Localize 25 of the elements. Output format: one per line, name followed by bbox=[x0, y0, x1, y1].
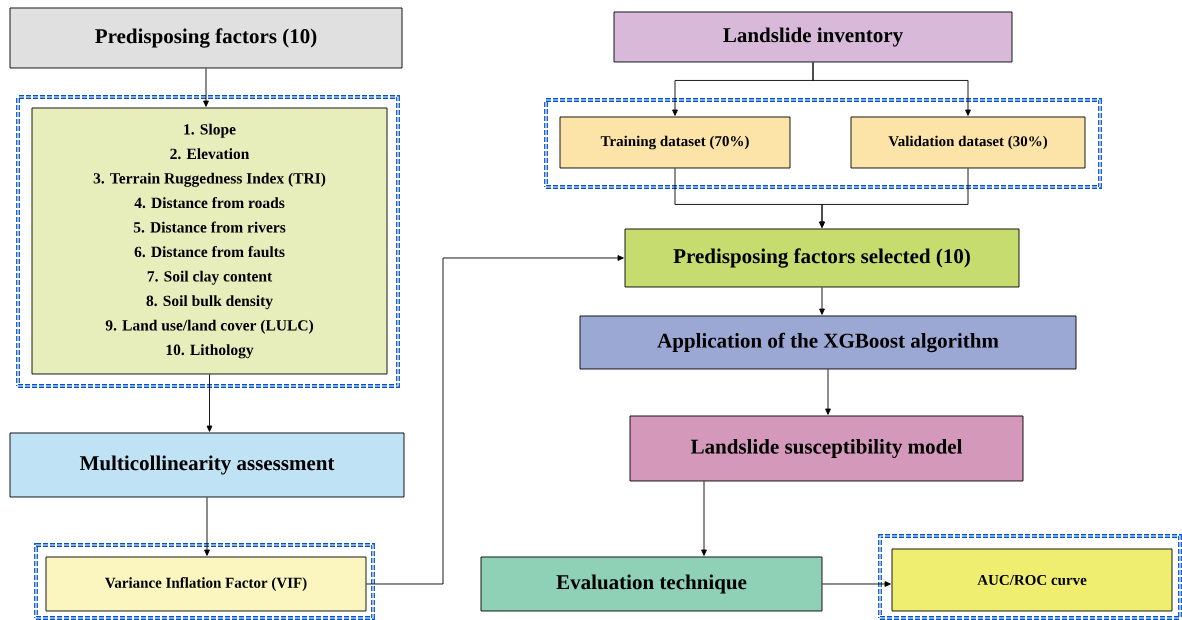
dashed-group-frame bbox=[34, 543, 375, 620]
arrow bbox=[819, 168, 969, 228]
dashed-group-frame bbox=[878, 534, 1182, 620]
arrow bbox=[204, 497, 210, 556]
process-box: Validation dataset (30%) bbox=[850, 116, 1086, 169]
process-box: Training dataset (70%) bbox=[559, 116, 791, 169]
process-box: Predisposing factors selected (10) bbox=[624, 228, 1020, 288]
dashed-group-frame bbox=[544, 98, 1102, 189]
arrow bbox=[812, 62, 971, 116]
process-box: Application of the XGBoost algorithm bbox=[579, 315, 1077, 370]
process-box: Evaluation technique bbox=[480, 556, 823, 612]
arrow bbox=[822, 581, 891, 587]
process-box: Predisposing factors (10) bbox=[9, 7, 403, 69]
process-box: Multicollinearity assessment bbox=[9, 432, 405, 498]
arrow bbox=[701, 481, 707, 556]
arrow bbox=[366, 255, 624, 585]
arrow bbox=[825, 369, 831, 415]
process-box: 1. Slope 2. Elevation 3. Terrain Ruggedness Index (TRI) 4. Distance from roads 5. Distance from rivers 6. Distance from faults 7. Soil clay content 8. Soil bulk density 9. Land use/land cover (LULC) 10. Lithology bbox=[31, 107, 388, 375]
process-box: Landslide inventory bbox=[613, 11, 1013, 63]
arrow bbox=[819, 287, 825, 315]
process-box: AUC/ROC curve bbox=[891, 548, 1173, 612]
process-box: Variance Inflation Factor (VIF) bbox=[45, 556, 367, 612]
process-box: Landslide susceptibility model bbox=[629, 415, 1024, 482]
arrow bbox=[203, 68, 209, 107]
arrow bbox=[206, 374, 213, 432]
